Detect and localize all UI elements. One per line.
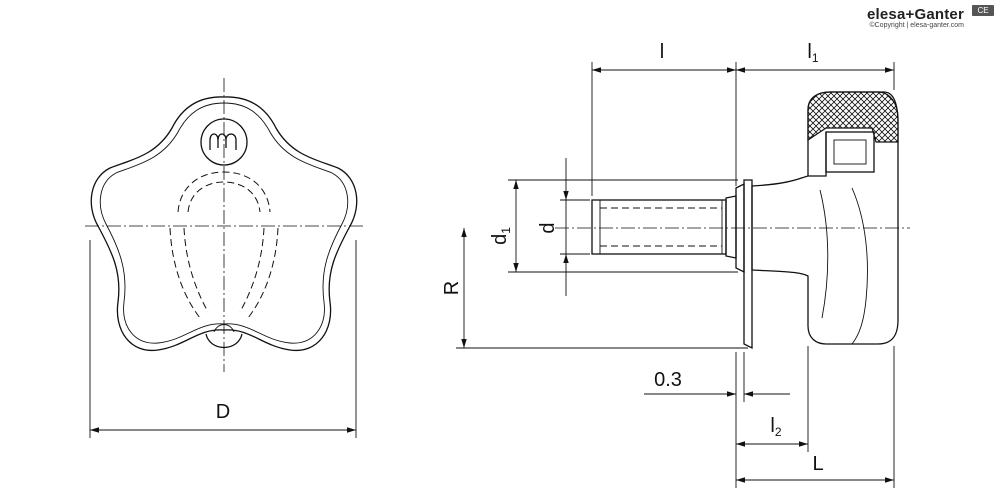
hidden-lobe-right-2 — [239, 227, 265, 313]
dim-03-label: 0.3 — [654, 369, 682, 391]
dim-d1-label: d1 — [489, 227, 513, 245]
dim-D-label: D — [216, 401, 230, 423]
logo-badge — [200, 118, 248, 166]
front-view: D — [85, 78, 365, 438]
brand-block: elesa+Ganter ©Copyright | elesa-ganter.c… — [867, 6, 964, 29]
logo-insert-inner — [833, 139, 867, 165]
ce-badge: CE — [972, 5, 994, 16]
knob-grip-curve-2 — [819, 189, 829, 319]
knob-outline — [90, 96, 358, 352]
hidden-insert-outline — [177, 171, 271, 213]
bottom-notch — [205, 333, 243, 348]
knob-section-hatch — [807, 91, 899, 143]
insert-seat — [808, 132, 827, 177]
logo-insert — [825, 131, 875, 173]
bottom-notch-inner — [213, 324, 235, 333]
dim-l-label: l — [660, 41, 664, 63]
hidden-insert-outline-2 — [187, 181, 261, 213]
knob-inner-outline — [99, 102, 349, 344]
side-view: l l1 d1 d R 0.3 l2 L — [441, 41, 910, 488]
hidden-lobe-left-2 — [183, 227, 209, 313]
knob-washer — [743, 179, 753, 350]
dim-d-label: d — [537, 222, 559, 233]
brand-copyright: ©Copyright | elesa-ganter.com — [869, 22, 964, 29]
hidden-lobe-left — [169, 227, 201, 319]
dim-R-label: R — [441, 281, 463, 295]
logo-m-glyph — [209, 133, 237, 150]
brand-name: elesa+Ganter — [866, 6, 964, 23]
stud-collar — [725, 195, 737, 259]
dim-l1-label: l1 — [807, 41, 818, 65]
knob-grip-curve — [851, 187, 868, 345]
hidden-lobe-right — [247, 227, 279, 319]
dim-l2-label: l2 — [770, 415, 781, 439]
dim-L-label: L — [812, 453, 823, 475]
